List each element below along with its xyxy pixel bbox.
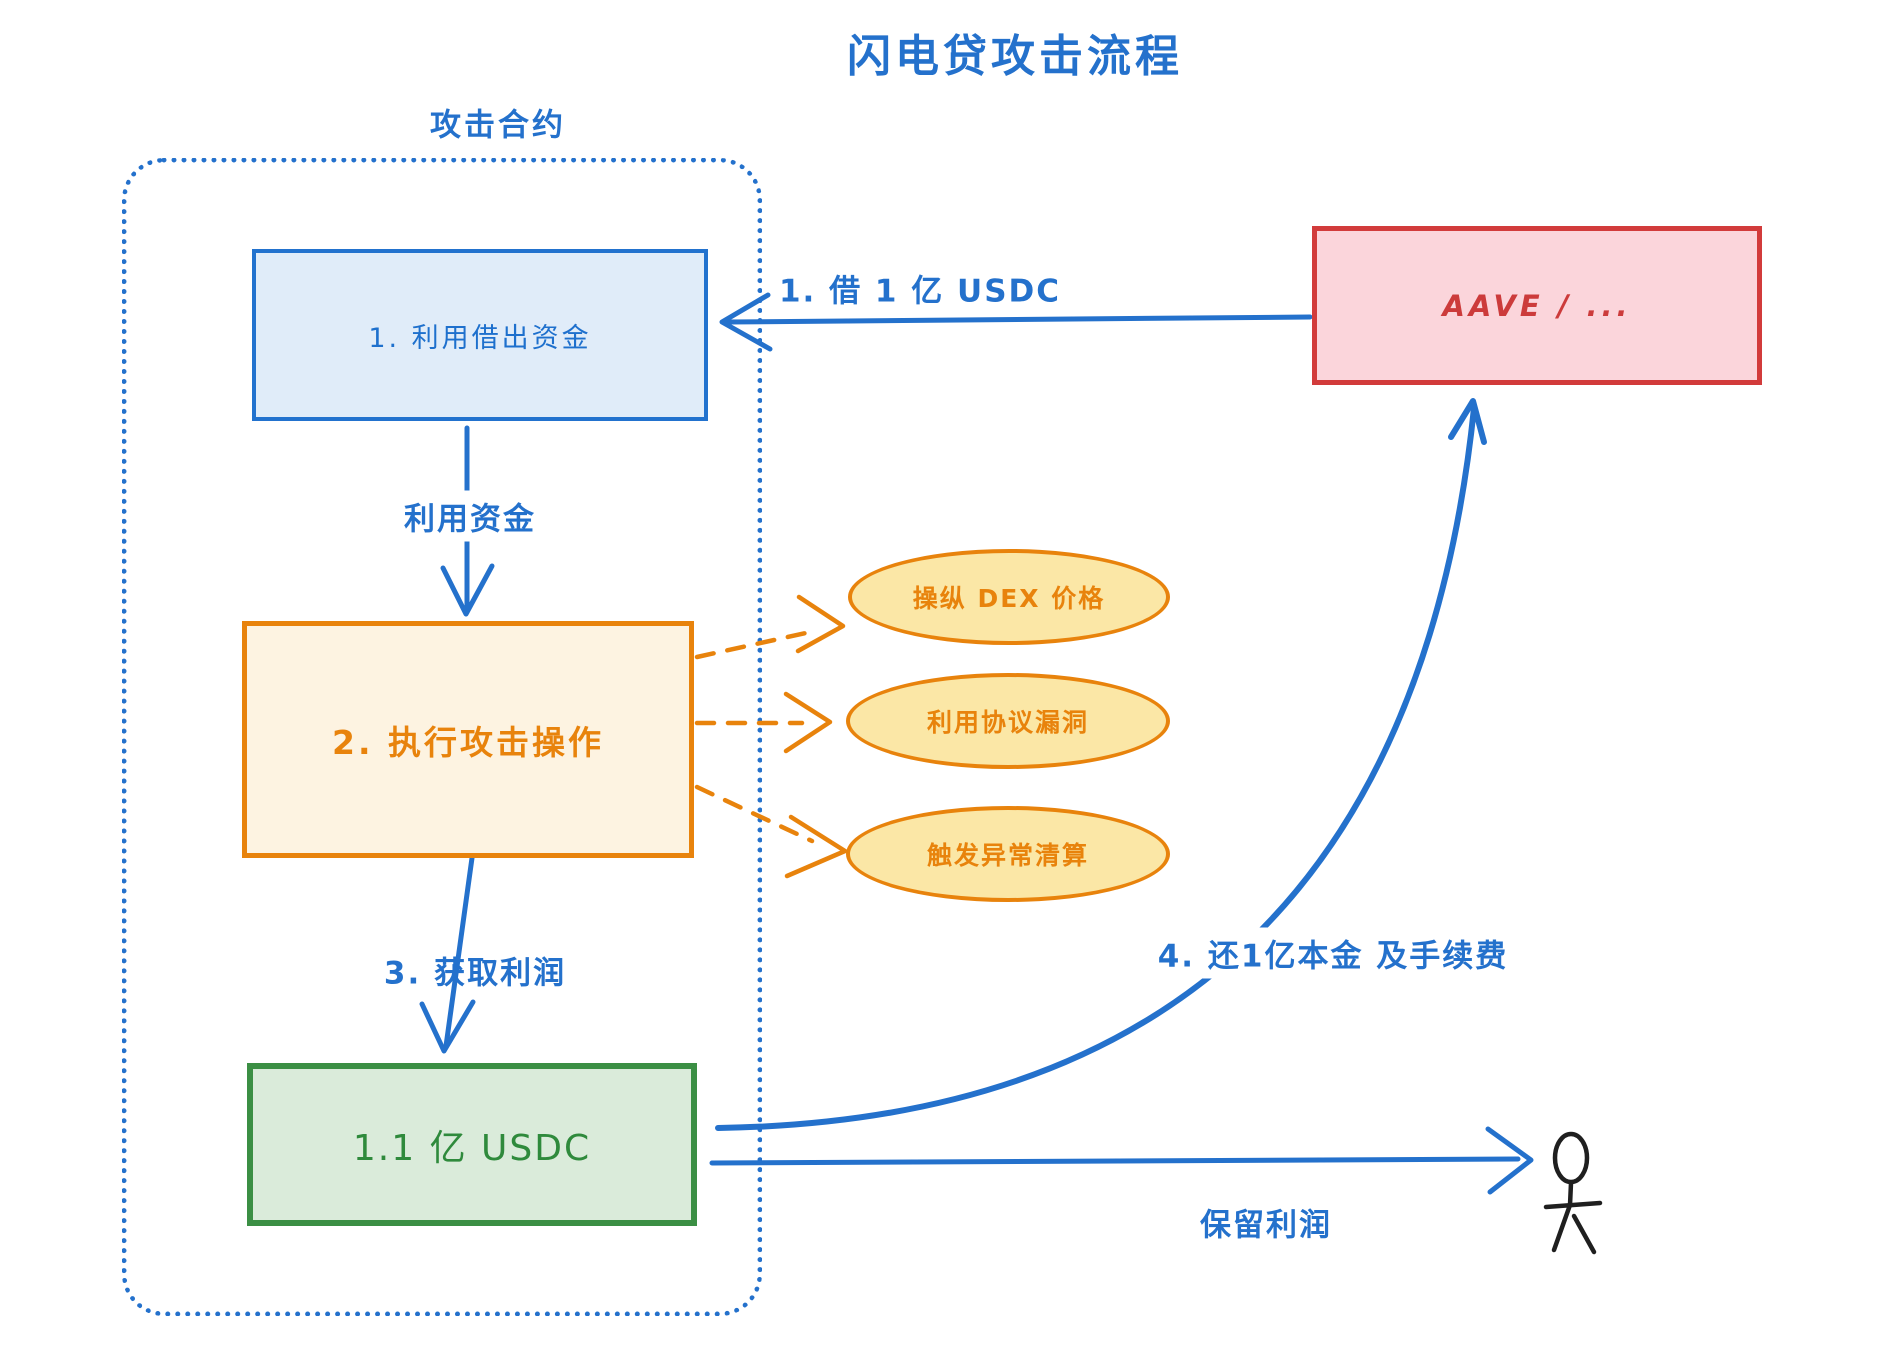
page-title: 闪电贷攻击流程 [847, 31, 1183, 82]
execute-attack-box-label: 2. 执行攻击操作 [332, 722, 604, 762]
profit-result-box-label: 1.1 亿 USDC [352, 1127, 592, 1169]
borrow-arrow-label: 1. 借 1 亿 USDC [778, 273, 1062, 310]
execute-attack-box: 2. 执行攻击操作 [242, 621, 694, 858]
attack-op-label: 操纵 DEX 价格 [912, 584, 1106, 613]
lender-box: AAVE / ... [1312, 226, 1762, 385]
attack-op-ellipse-protocol-exploit: 利用协议漏洞 [846, 673, 1170, 769]
use-funds-arrow-label: 利用资金 [392, 490, 548, 542]
profit-result-box: 1.1 亿 USDC [247, 1063, 697, 1226]
keep-profit-arrow-label: 保留利润 [1200, 1207, 1332, 1244]
attack-op-ellipse-liquidation: 触发异常清算 [846, 806, 1170, 902]
get-profit-arrow-label: 3. 获取利润 [383, 955, 567, 992]
borrowed-funds-box: 1. 利用借出资金 [252, 249, 708, 421]
borrowed-funds-box-label: 1. 利用借出资金 [368, 322, 592, 354]
keep-profit-arrow [709, 1126, 1534, 1195]
repay-curve-arrow [715, 398, 1487, 1131]
lender-box-label: AAVE / ... [1442, 288, 1632, 323]
attack-contract-label: 攻击合约 [430, 107, 566, 144]
attack-op-label: 触发异常清算 [926, 841, 1089, 870]
repay-arrow-label: 4. 还1亿本金 及手续费 [1145, 927, 1521, 979]
stick-figure-icon [1543, 1131, 1603, 1255]
attack-op-ellipse-dex-price: 操纵 DEX 价格 [848, 549, 1170, 645]
attack-op-label: 利用协议漏洞 [926, 708, 1089, 737]
